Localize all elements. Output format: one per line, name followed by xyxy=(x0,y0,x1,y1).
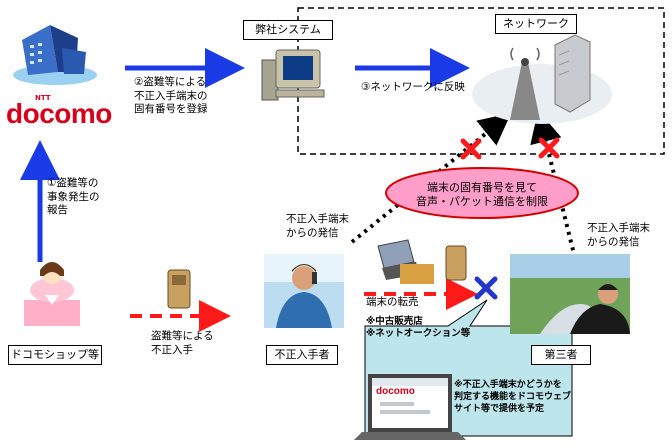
step3-text: ③ネットワークに反映 xyxy=(361,81,465,93)
blocked-x-blue xyxy=(474,276,498,300)
resale-notes: ※中古販売店※ネットオークション等 xyxy=(366,316,471,339)
fraud-call-label: 不正入手端末からの発信 xyxy=(286,213,349,239)
laptop-screen-logo: docomo xyxy=(376,386,415,397)
block-x-right xyxy=(538,137,560,159)
block-x-left xyxy=(460,138,482,160)
judge-function-note: ※不正入手端末かどうかを判定する機能をドコモウェブサイト等で提供を予定 xyxy=(454,380,572,414)
restrict-callout-shape xyxy=(385,167,579,219)
pc-icon xyxy=(261,49,325,101)
network-label: ネットワーク xyxy=(495,14,577,34)
third-call-label: 不正入手端末からの発信 xyxy=(587,222,650,248)
step1-text: ①盗難等の事象発生の報告 xyxy=(47,177,100,216)
auction-pc-icon xyxy=(377,239,467,284)
shop-label: ドコモショップ等 xyxy=(8,345,102,365)
logo-small-text: NTT xyxy=(35,94,51,102)
antenna-server-icon xyxy=(472,34,612,124)
system-label: 弊社システム xyxy=(243,20,333,40)
fraud-acquirer-label: 不正入手者 xyxy=(266,345,338,365)
building-icon xyxy=(13,25,97,85)
restrict-callout-text: 端末の固有番号を見て音声・パケット通信を制限 xyxy=(416,181,548,208)
third-party-label: 第三者 xyxy=(531,345,591,365)
third-party-man-icon xyxy=(510,254,630,334)
shop-staff-icon xyxy=(24,262,80,326)
theft-label: 盗難等による不正入手 xyxy=(151,330,214,356)
caller-man-icon xyxy=(264,254,344,328)
step2-text: ②盗難等による不正入手端末の固有番号を登録 xyxy=(134,76,208,115)
phone-icon xyxy=(167,269,191,309)
logo-brand: docomo xyxy=(6,98,112,129)
laptop-icon xyxy=(354,374,466,440)
docomo-logo: NTT docomo xyxy=(6,94,116,130)
resale-label: 端末の転売 xyxy=(366,296,419,308)
